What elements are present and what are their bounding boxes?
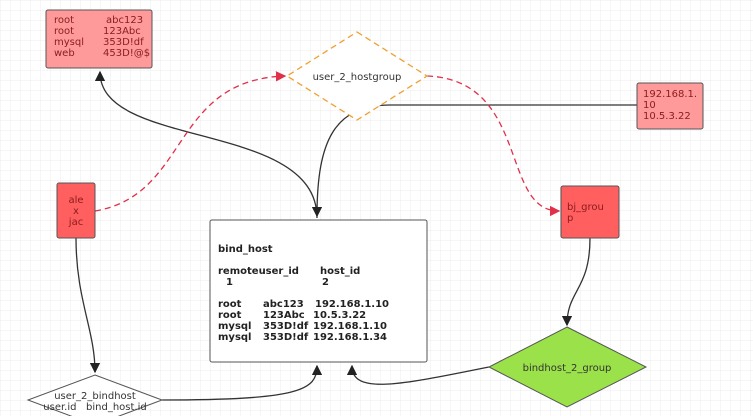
cell: 10.5.3.22 xyxy=(313,310,366,321)
cell: mysql xyxy=(218,321,251,332)
cell: 192.168.1.34 xyxy=(313,332,387,343)
column-header: remoteuser_id xyxy=(218,266,299,277)
cred-pass: 123Abc xyxy=(103,26,141,37)
node-line: 10.5.3.22 xyxy=(643,111,691,122)
cell: 123Abc xyxy=(263,310,305,321)
cred-pass: abc123 xyxy=(106,15,143,26)
cred-pass: 353D!df xyxy=(103,37,144,48)
edge-bindhost-to-credentials[interactable] xyxy=(94,70,318,219)
node-label: bindhost_2_group xyxy=(523,363,612,374)
edge-user-to-hostgroup-dashed[interactable] xyxy=(94,71,287,212)
ip-node[interactable]: 192.168.1. 10 10.5.3.22 xyxy=(636,82,704,130)
cred-user: mysql xyxy=(54,37,84,48)
edge-user2bindhost-to-bindhost[interactable] xyxy=(161,364,323,401)
bind-host-node[interactable]: bind_host remoteuser_id host_id 1 2 root… xyxy=(209,219,428,363)
node-line: bj_grou xyxy=(567,202,604,213)
cell: root xyxy=(218,310,242,321)
edge-ip-to-bindhost[interactable] xyxy=(311,104,637,218)
cell: mysql xyxy=(218,332,251,343)
table-title: bind_host xyxy=(218,244,273,255)
node-line: ale xyxy=(68,195,83,206)
cred-user: web xyxy=(54,48,75,59)
cell: 192.168.1.10 xyxy=(313,321,387,332)
cell: abc123 xyxy=(263,299,304,310)
edge-hostgroup-to-bjgroup-dashed[interactable] xyxy=(426,75,561,217)
column-value: 2 xyxy=(322,277,329,288)
node-line: x xyxy=(73,206,79,217)
cell: root xyxy=(218,299,242,310)
cell: 353D!df xyxy=(263,321,309,332)
edge-user-to-user2bindhost[interactable] xyxy=(75,237,101,374)
node-line: 192.168.1. xyxy=(643,89,697,100)
user-2-hostgroup-node[interactable]: user_2_hostgroup xyxy=(285,31,429,121)
cred-user: root xyxy=(54,15,74,26)
node-sublabel: user.id bind_host.id xyxy=(43,402,146,413)
user-2-bindhost-node[interactable]: user_2_bindhost user.id bind_host.id xyxy=(26,374,164,416)
node-line: p xyxy=(567,213,573,224)
edge-bjgroup-to-bindhost2group[interactable] xyxy=(561,237,591,327)
cell: 353D!df xyxy=(263,332,309,343)
credentials-node[interactable]: root abc123 root 123Abc mysql 353D!df web 45… xyxy=(45,9,153,69)
cell: 192.168.1.10 xyxy=(315,299,389,310)
node-label: user_2_hostgroup xyxy=(313,72,402,83)
node-line: jac xyxy=(68,217,83,228)
edge-bindhost2group-to-bindhost[interactable] xyxy=(346,364,490,385)
node-label: user_2_bindhost xyxy=(54,391,136,402)
user-node[interactable]: ale x jac xyxy=(56,182,96,239)
node-line: 10 xyxy=(643,100,656,111)
cred-user: root xyxy=(54,26,74,37)
column-header: host_id xyxy=(320,266,360,277)
bindhost-2-group-node[interactable]: bindhost_2_group xyxy=(487,326,648,408)
cred-pass: 453D!@$ xyxy=(103,48,150,59)
column-value: 1 xyxy=(226,277,233,288)
bj-group-node[interactable]: bj_grou p xyxy=(560,185,620,239)
